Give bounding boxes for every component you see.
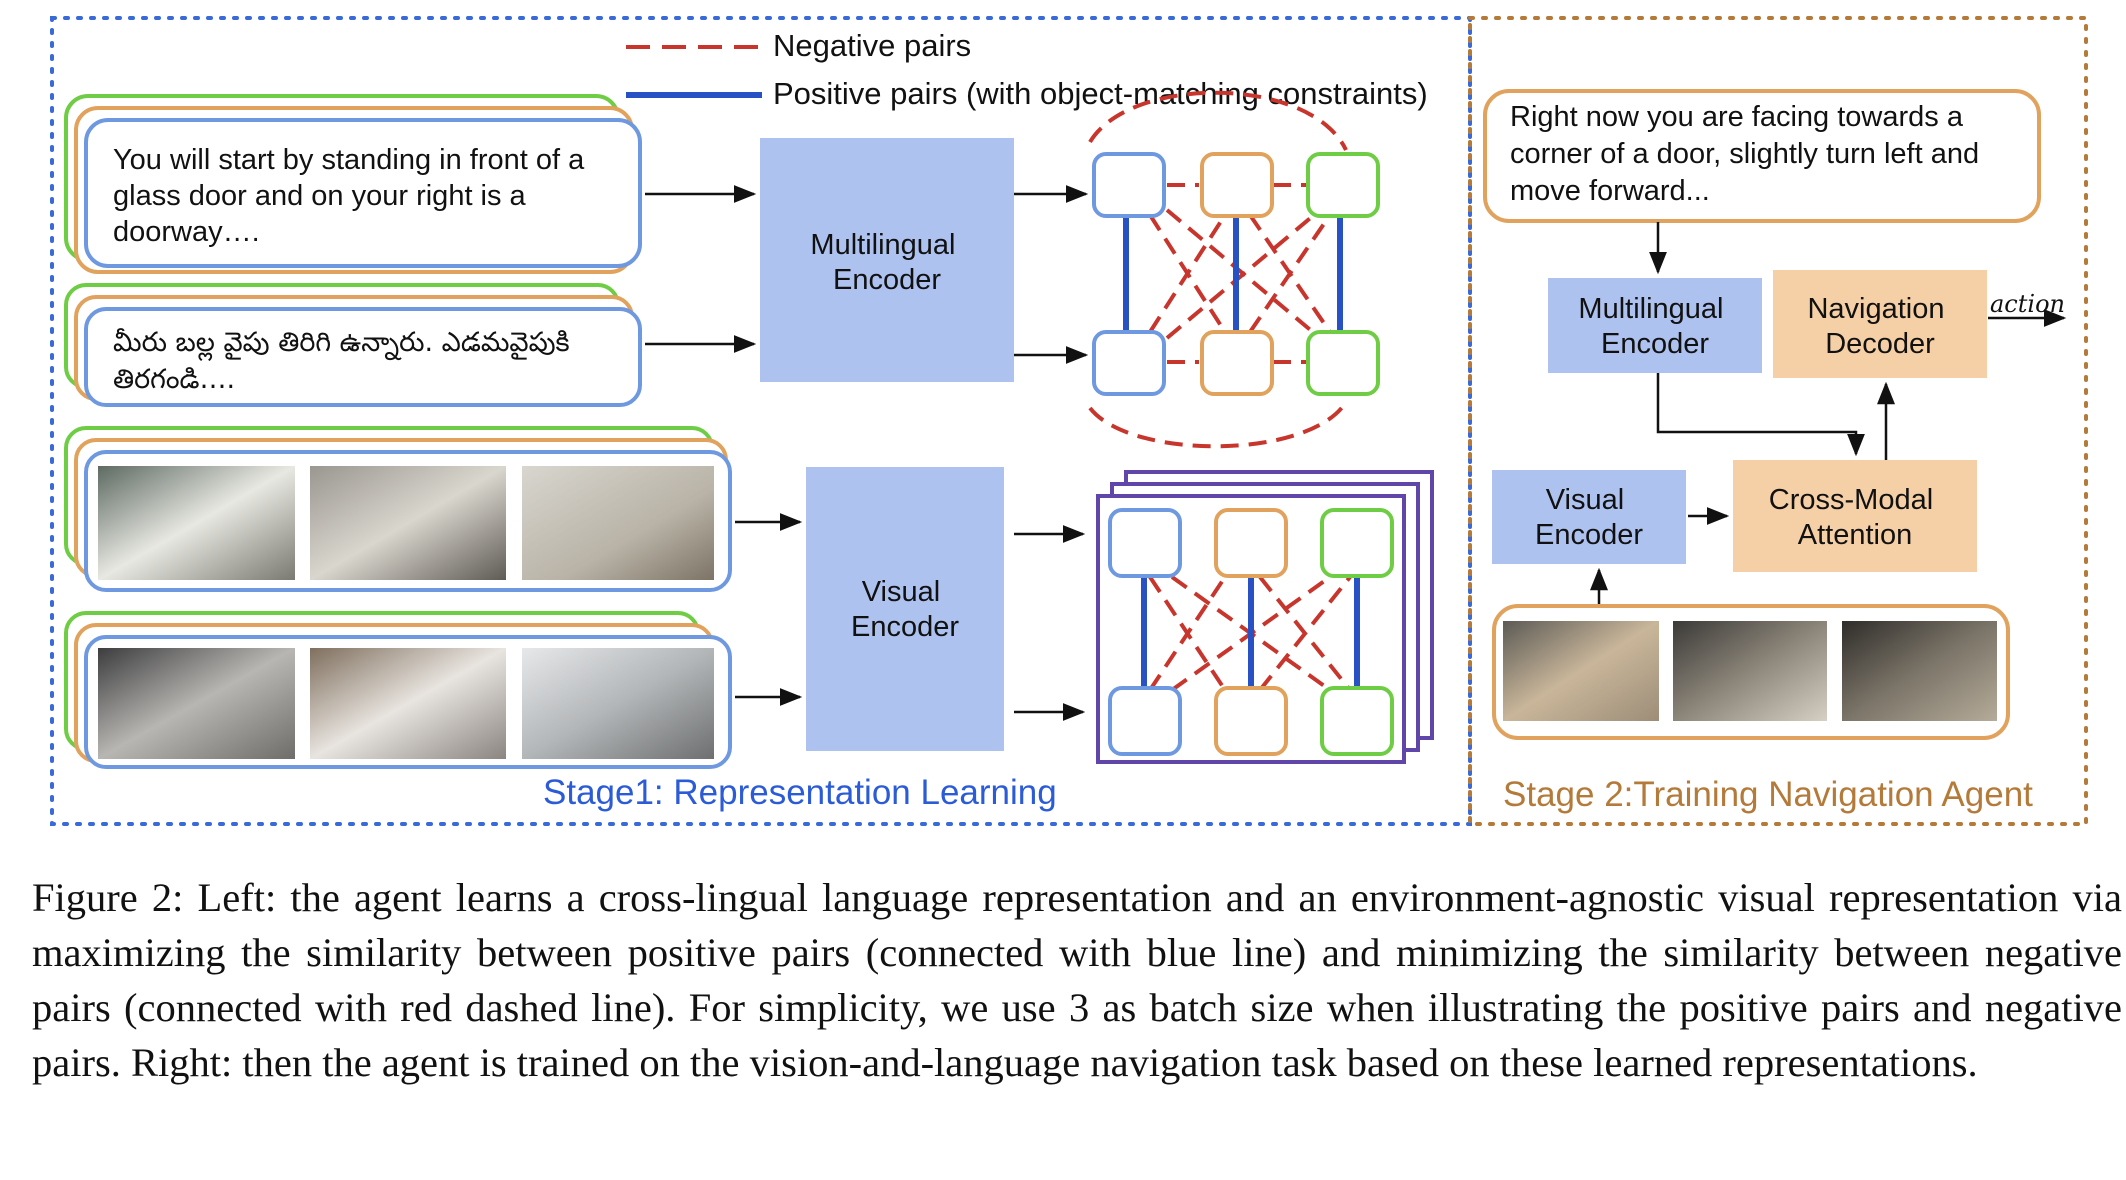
stage2-visual-encoder-label: Visual Encoder [1535,484,1643,551]
stage2-frame [1468,16,2088,826]
language-contrastive-graph [1088,90,1380,449]
stage1-frame [50,16,1472,826]
graph-node [1108,508,1182,578]
graph-node [1320,508,1394,578]
english-instruction-stack: You will start by standing in front of a… [64,94,642,274]
navigation-decoder-label: Navigation Decoder [1807,293,1952,360]
stage1-visual-encoder-box [806,467,1004,751]
stage1-title: Stage1: Representation Learning [543,773,1057,812]
image-stack-top [64,426,732,592]
room-photo [1673,621,1827,721]
legend-negative-label: Negative pairs [773,28,971,63]
room-photo [310,466,506,580]
stage2-arrows [1590,222,2067,604]
stage2-title: Stage 2:Training Navigation Agent [1503,775,2033,814]
stage2-instruction-box [1483,89,2041,223]
graph-node [1092,330,1166,396]
telugu-instruction-box [84,307,642,407]
room-photo [98,648,295,759]
graph-node [1200,152,1274,218]
telugu-instruction-stack: మీరు బల్ల వైపు తిరిగి ఉన్నారు. ఎడమవైపుకి… [64,283,642,407]
stage2-multilingual-encoder-label: Multilingual Encoder [1578,293,1731,360]
room-photo [1842,621,1997,721]
room-photo [522,466,714,580]
graph-node [1320,686,1394,756]
stage1-visual-encoder-label: Visual Encoder [851,576,959,643]
action-label: action [1990,290,2065,318]
stage2-instruction-text: Right now you are facing towards a corne… [1510,101,1987,207]
cross-modal-attention-box [1733,460,1977,572]
stage1-multilingual-encoder-label: Multilingual Encoder [810,229,963,296]
graph-node [1214,686,1288,756]
room-photo [1503,621,1659,721]
legend-positive-label: Positive pairs (with object-matching con… [773,76,1428,111]
english-instruction-box [84,118,642,268]
stage2-visual-encoder-box [1492,470,1686,564]
image-stack-bottom [64,611,732,769]
telugu-instruction-text: మీరు బల్ల వైపు తిరిగి ఉన్నారు. ఎడమవైపుకి… [113,327,578,395]
stage2-multilingual-encoder-box [1548,278,1762,373]
figure-diagram: Negative pairs Positive pairs (with obje… [50,16,2088,826]
stage1-arrows [645,185,1089,721]
visual-contrastive-graph [1096,470,1434,764]
figure-caption: Figure 2: Left: the agent learns a cross… [32,875,2122,1085]
graph-node [1200,330,1274,396]
graph-node [1306,152,1380,218]
room-photo [522,648,714,759]
navigation-decoder-box [1773,270,1987,378]
graph-node [1306,330,1380,396]
english-instruction-text: You will start by standing in front of a… [113,144,592,248]
cross-modal-attention-label: Cross-Modal Attention [1769,484,1941,551]
stage1-multilingual-encoder-box [760,138,1014,382]
room-photo [310,648,506,759]
graph-node [1108,686,1182,756]
room-photo [98,466,295,580]
graph-node [1092,152,1166,218]
stage2-image-strip [1492,604,2010,740]
graph-node [1214,508,1288,578]
